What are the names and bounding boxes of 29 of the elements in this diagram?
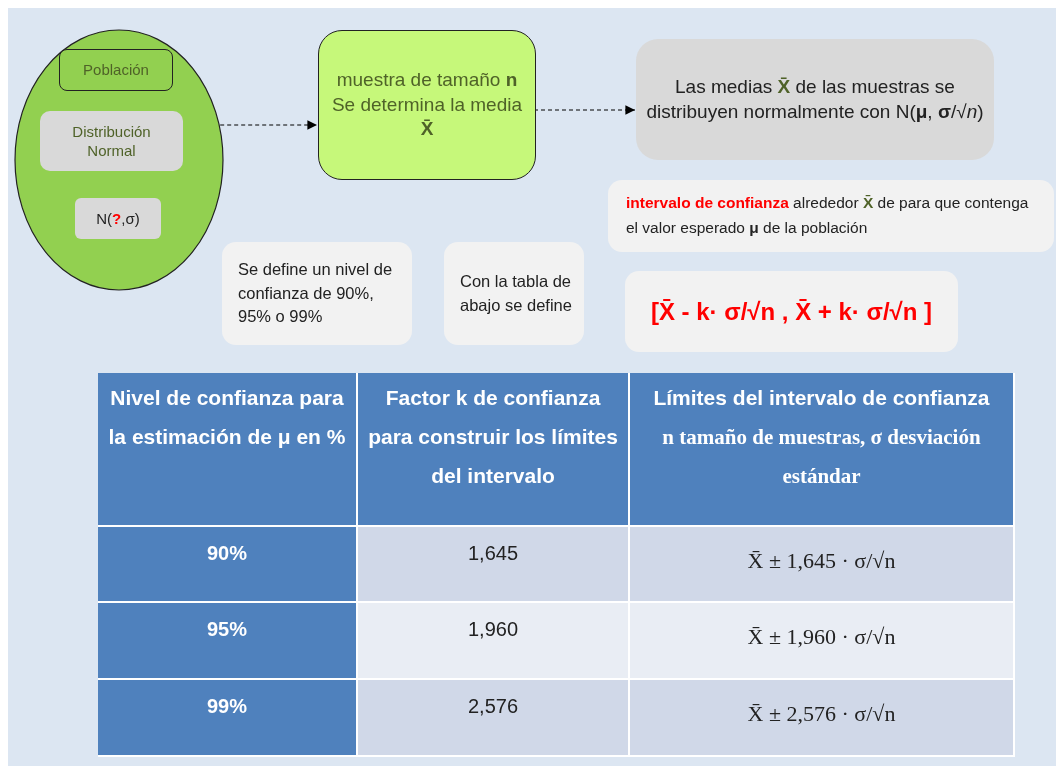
label-box [40,111,183,171]
table-cell-text: X̄ ± 2,576 · σ/√n [746,700,897,728]
node-text: Distribución Normal [71,121,152,161]
table-cell-text: X̄ ± 1,645 · σ/√n [746,547,897,575]
node-text: Las medias X̄ de las muestras se distribuyen normalmente con N(μ, σ/√n) [645,74,985,124]
label-box [59,49,173,91]
node-text: Población [83,60,149,80]
node-text: intervalo de confianza alrededor X̄ de para que contenga el valor esperado μ de la población [626,193,1030,238]
table-cell-text: 1,960 [466,617,520,642]
row-header: 90% [206,541,248,566]
population-ellipse [14,29,224,291]
column-header: n tamaño de muestras, σ desviación estándar [661,423,982,490]
row-header: 95% [206,617,248,642]
node-text: muestra de tamaño n Se determina la media X̄ [330,67,524,142]
node-text: N(?,σ) [96,208,140,229]
table-cell-text: 2,576 [466,694,520,719]
column-header: Límites del intervalo de confianza [652,385,991,411]
node-text: [X̄ - k· σ/√n , X̄ + k· σ/√n ] [650,296,933,327]
info-box [636,39,994,160]
column-header: Factor k de confianza para construir los límites del intervalo [367,385,619,489]
node-text: Con la tabla de abajo se define [460,270,573,316]
table-cell-text: X̄ ± 1,960 · σ/√n [746,623,897,651]
process-box [318,30,536,180]
arrow [219,120,318,130]
column-header: Nivel de confianza para la estimación de μ en % [107,385,347,450]
node-text: Se define un nivel de confianza de 90%, 95% o 99% [238,258,394,328]
label-box [75,198,161,239]
row-header: 99% [206,694,248,719]
table-cell-text: 1,645 [466,541,520,566]
